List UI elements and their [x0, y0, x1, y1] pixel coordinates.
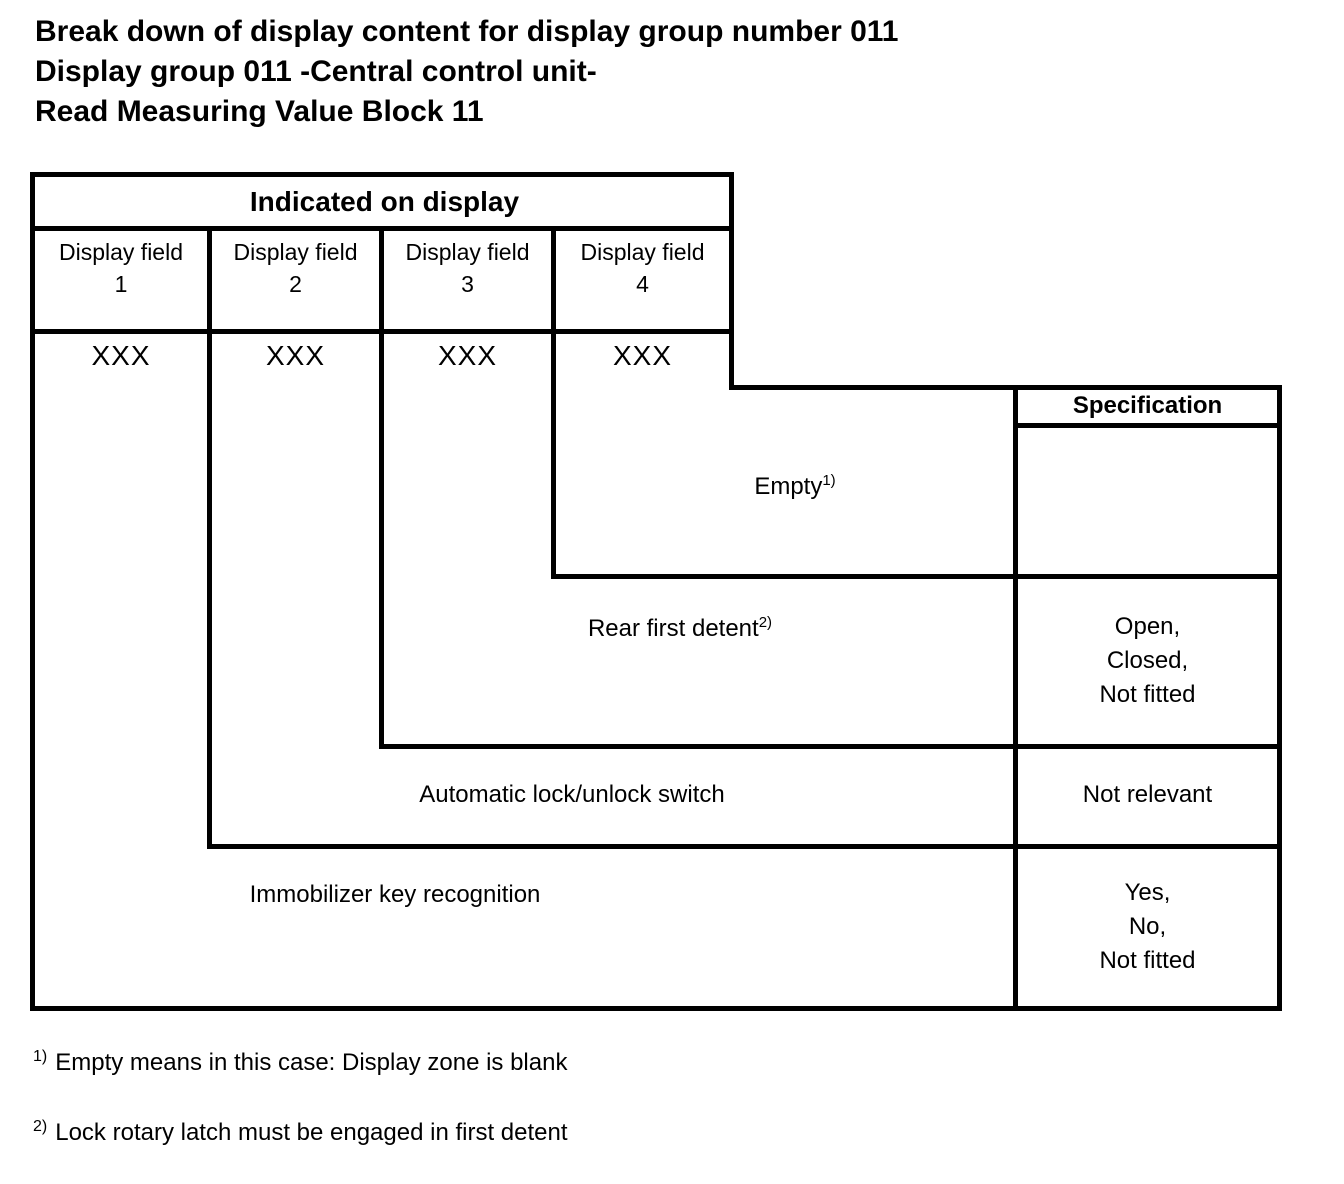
specification-right-border-line — [1277, 385, 1282, 1011]
title-line-2: Display group 011 -Central control unit- — [35, 55, 597, 88]
footnote-1: 1) Empty means in this case: Display zone… — [33, 1048, 567, 1078]
spec-line: No, — [1128, 913, 1167, 940]
specification-header-bottom-line — [1013, 423, 1282, 428]
specification-left-border-line — [1013, 385, 1018, 1011]
value-cell-field-2: XXX — [265, 340, 326, 371]
spec-cell-immobilizer-key-recognition: Yes, No, Not fitted — [1018, 876, 1277, 978]
column-header-field-3: Display field 3 — [384, 236, 551, 326]
value-cell-field-1: XXX — [91, 340, 151, 371]
column-divider-field2-3-line — [379, 228, 384, 749]
column-divider-field3-4-line — [551, 228, 556, 579]
column-header-label: Display field — [580, 239, 705, 265]
empty-row-top-step-line — [729, 385, 1282, 390]
column-divider-field1-2-line — [207, 228, 212, 849]
column-header-field-2: Display field 2 — [212, 236, 379, 326]
rear-row-top-step-line — [551, 574, 1282, 579]
footnote-ref-2: 2) — [758, 614, 773, 631]
column-header-number: 2 — [289, 271, 302, 297]
automatic-row-top-step-line — [379, 744, 1282, 749]
value-cell-field-4: XXX — [612, 340, 673, 371]
footnote-ref-1: 1) — [822, 472, 836, 489]
title-line-1: Break down of display content for displa… — [35, 15, 899, 48]
column-header-label: Display field — [405, 239, 530, 265]
spec-line: Open, — [1114, 613, 1181, 640]
spec-line: Not fitted — [1099, 947, 1196, 974]
column-header-field-4: Display field 4 — [556, 236, 729, 326]
table-upper-right-border-line — [729, 172, 734, 390]
value-cell-field-3: XXX — [437, 340, 498, 371]
spec-line: Not fitted — [1099, 681, 1196, 708]
footnote-1-text: Empty means in this case: Display zone i… — [55, 1049, 568, 1076]
footnote-2: 2) Lock rotary latch must be engaged in f… — [33, 1118, 568, 1148]
row-label-rear-first-detent: Rear first detent2) — [365, 612, 995, 646]
table-left-border-line — [30, 172, 35, 1011]
specification-header: Specification — [1072, 392, 1223, 419]
row-label-immobilizer-key-recognition: Immobilizer key recognition — [85, 878, 705, 912]
column-header-label: Display field — [59, 239, 183, 265]
footnote-1-marker: 1) — [33, 1048, 48, 1065]
column-header-field-1: Display field 1 — [35, 236, 207, 326]
footnote-2-text: Lock rotary latch must be engaged in fir… — [55, 1119, 568, 1146]
table-top-border-line — [30, 172, 734, 177]
spec-cell-rear-first-detent: Open, Closed, Not fitted — [1018, 610, 1277, 712]
indicated-header-bottom-line — [30, 226, 734, 231]
title-line-3: Read Measuring Value Block 11 — [35, 95, 484, 128]
column-header-number: 1 — [114, 271, 128, 297]
row-description: Immobilizer key recognition — [249, 881, 541, 908]
column-header-number: 3 — [461, 271, 474, 297]
row-description: Rear first detent — [587, 615, 759, 642]
row-label-automatic-lock-unlock-switch: Automatic lock/unlock switch — [262, 778, 882, 812]
column-header-label: Display field — [233, 239, 358, 265]
row-description: Automatic lock/unlock switch — [419, 781, 725, 808]
footnote-2-marker: 2) — [33, 1118, 48, 1135]
field-header-bottom-line — [30, 329, 734, 334]
immobilizer-row-top-step-line — [207, 844, 1282, 849]
row-label-empty: Empty1) — [560, 470, 1030, 504]
spec-line: Not relevant — [1082, 781, 1213, 808]
page-title: Break down of display content for displa… — [35, 12, 898, 132]
spec-cell-automatic-lock-unlock-switch: Not relevant — [1018, 778, 1277, 812]
spec-line: Closed, — [1106, 647, 1189, 674]
row-description: Empty — [754, 473, 823, 500]
indicated-on-display-header: Indicated on display — [249, 185, 520, 217]
column-header-number: 4 — [636, 271, 649, 297]
spec-line: Yes, — [1124, 879, 1171, 906]
table-bottom-border-line — [30, 1006, 1282, 1011]
